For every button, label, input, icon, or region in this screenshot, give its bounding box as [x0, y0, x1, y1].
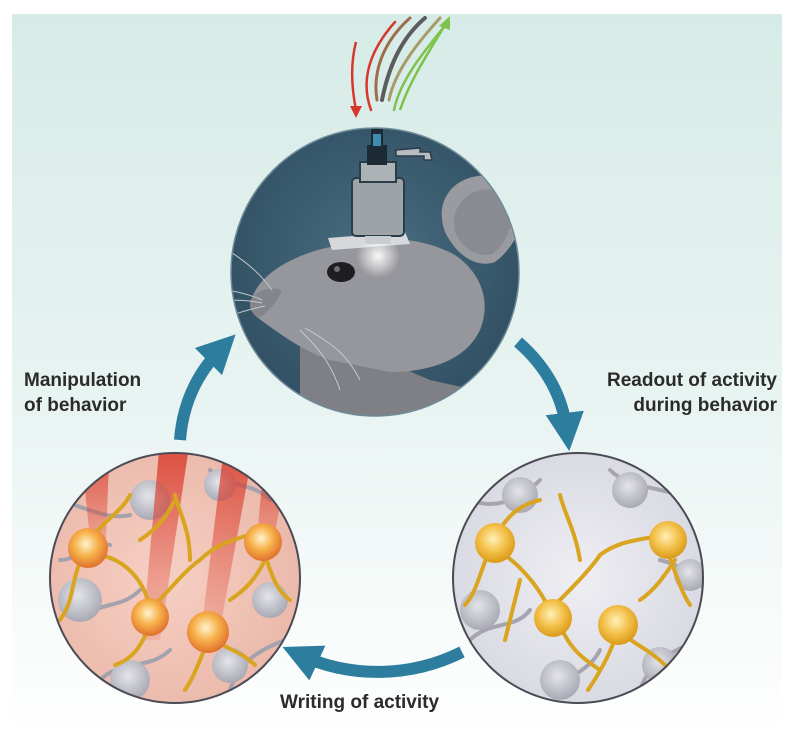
- active-somas: [68, 523, 282, 653]
- cycle-arrows: [174, 334, 584, 681]
- active-somas-right: [475, 521, 687, 645]
- mouse-eye: [327, 262, 355, 282]
- manipulation-label-line2: of behavior: [24, 395, 127, 416]
- manipulation-label: Manipulation of behavior: [24, 368, 141, 418]
- writing-label: Writing of activity: [280, 690, 439, 715]
- readout-label-line1: Readout of activity: [607, 370, 777, 391]
- optical-fibers: [365, 16, 450, 112]
- fiber-arrow-green-icon: [398, 16, 450, 111]
- arrow-readout: [514, 337, 584, 452]
- fiber-arrow-red-icon: [350, 41, 362, 118]
- readout-label-line2: during behavior: [633, 395, 777, 416]
- writing-label-text: Writing of activity: [280, 692, 440, 713]
- light-spot: [356, 234, 400, 278]
- arrow-writing: [282, 645, 465, 681]
- mouse-circle: [230, 127, 520, 417]
- head-mounted-device: [351, 128, 433, 244]
- left-neuron-circle: [49, 452, 301, 704]
- manipulation-label-line1: Manipulation: [24, 370, 142, 391]
- right-neuron-circle: [452, 452, 704, 704]
- readout-label: Readout of activity during behavior: [607, 368, 777, 418]
- arrow-manipulation: [174, 334, 236, 441]
